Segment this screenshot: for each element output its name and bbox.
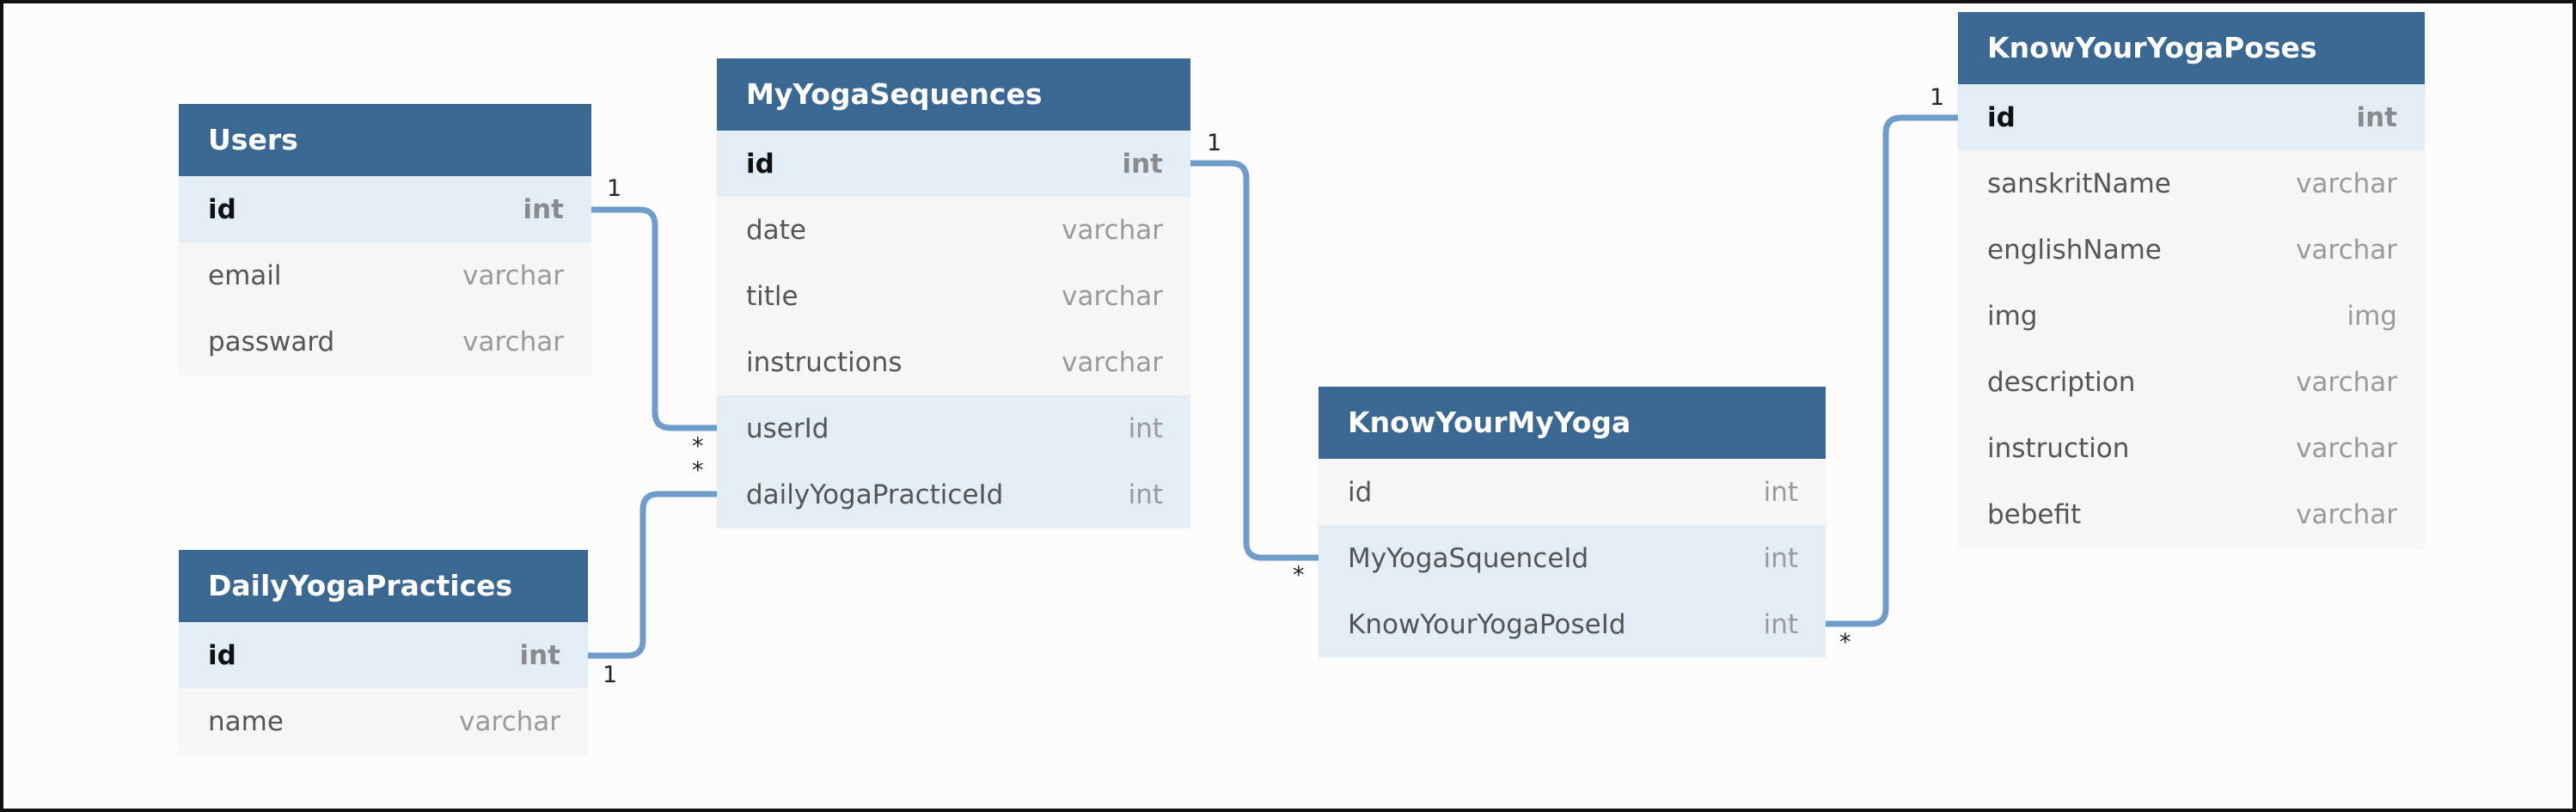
column-row[interactable]: description varchar bbox=[1958, 349, 2425, 415]
cardinality-label: 1 bbox=[603, 662, 618, 688]
column-name: userId bbox=[746, 412, 829, 444]
column-type: varchar bbox=[2296, 432, 2397, 464]
column-name: id bbox=[1348, 476, 1373, 508]
column-row[interactable]: dailyYogaPracticeId int bbox=[717, 461, 1190, 528]
column-name: englishName bbox=[1987, 234, 2162, 266]
column-name: date bbox=[746, 214, 806, 246]
column-name: KnowYourYogaPoseId bbox=[1348, 608, 1626, 640]
cardinality-label: 1 bbox=[607, 175, 622, 202]
relation-users-sequences[interactable] bbox=[591, 206, 717, 431]
table-know-your-yoga-poses-header[interactable]: KnowYourYogaPoses bbox=[1958, 12, 2425, 84]
column-type: varchar bbox=[1062, 346, 1163, 378]
column-type: varchar bbox=[2296, 498, 2397, 530]
column-type: varchar bbox=[2296, 168, 2397, 199]
column-row[interactable]: englishName varchar bbox=[1958, 217, 2425, 283]
column-name: description bbox=[1987, 366, 2136, 398]
table-users[interactable]: Users id int email varchar passward varc… bbox=[179, 104, 591, 375]
column-type: varchar bbox=[462, 259, 564, 291]
column-row[interactable]: userId int bbox=[717, 395, 1190, 461]
table-my-yoga-sequences-header[interactable]: MyYogaSequences bbox=[717, 58, 1190, 131]
column-row[interactable]: bebefit varchar bbox=[1958, 481, 2425, 547]
column-row[interactable]: id int bbox=[179, 176, 591, 242]
column-row[interactable]: name varchar bbox=[179, 688, 588, 754]
column-type: int bbox=[1763, 608, 1798, 640]
column-row[interactable]: title varchar bbox=[717, 263, 1190, 329]
column-row[interactable]: MyYogaSquenceId int bbox=[1319, 525, 1826, 591]
column-type: int bbox=[1122, 148, 1163, 180]
column-name: id bbox=[746, 148, 774, 180]
column-row[interactable]: id int bbox=[179, 622, 588, 688]
column-row[interactable]: passward varchar bbox=[179, 308, 591, 375]
table-know-your-my-yoga-header[interactable]: KnowYourMyYoga bbox=[1319, 387, 1826, 459]
column-name: email bbox=[208, 259, 282, 291]
table-know-your-my-yoga[interactable]: KnowYourMyYoga id int MyYogaSquenceId in… bbox=[1319, 387, 1826, 657]
column-row[interactable]: img img bbox=[1958, 283, 2425, 349]
column-type: varchar bbox=[2296, 234, 2397, 266]
cardinality-label: * bbox=[1839, 629, 1851, 656]
column-type: int bbox=[1128, 412, 1163, 444]
cardinality-label: 1 bbox=[1930, 84, 1945, 111]
column-type: varchar bbox=[1062, 280, 1163, 312]
column-name: dailyYogaPracticeId bbox=[746, 479, 1004, 510]
column-row[interactable]: id int bbox=[717, 131, 1190, 197]
column-row[interactable]: instructions varchar bbox=[717, 329, 1190, 395]
column-type: img bbox=[2347, 300, 2398, 332]
column-row[interactable]: sanskritName varchar bbox=[1958, 150, 2425, 217]
column-type: int bbox=[1763, 542, 1798, 574]
column-name: bebefit bbox=[1987, 498, 2082, 530]
column-name: id bbox=[208, 193, 236, 225]
column-type: int bbox=[1763, 476, 1798, 508]
column-type: varchar bbox=[462, 326, 564, 357]
relationship-connectors bbox=[588, 114, 1958, 659]
column-name: img bbox=[1987, 300, 2038, 332]
cardinality-label: 1 bbox=[1207, 130, 1222, 156]
column-row[interactable]: id int bbox=[1319, 459, 1826, 525]
column-type: int bbox=[519, 639, 560, 671]
column-name: name bbox=[208, 705, 284, 737]
column-row[interactable]: email varchar bbox=[179, 242, 591, 308]
column-row[interactable]: id int bbox=[1958, 84, 2425, 150]
column-row[interactable]: date varchar bbox=[717, 197, 1190, 263]
table-my-yoga-sequences[interactable]: MyYogaSequences id int date varchar titl… bbox=[717, 58, 1190, 528]
column-type: int bbox=[2356, 101, 2397, 133]
column-name: instruction bbox=[1987, 432, 2130, 464]
column-type: int bbox=[523, 193, 564, 225]
column-name: instructions bbox=[746, 346, 903, 378]
column-name: sanskritName bbox=[1987, 168, 2171, 199]
relation-daily-sequences[interactable] bbox=[588, 491, 717, 659]
column-name: title bbox=[746, 280, 798, 312]
table-daily-yoga-practices[interactable]: DailyYogaPractices id int name varchar bbox=[179, 550, 588, 754]
cardinality-label: * bbox=[692, 433, 704, 460]
relation-poses-knowmy[interactable] bbox=[1826, 114, 1958, 627]
column-name: MyYogaSquenceId bbox=[1348, 542, 1589, 574]
table-know-your-yoga-poses[interactable]: KnowYourYogaPoses id int sanskritName va… bbox=[1958, 12, 2425, 547]
cardinality-label: * bbox=[1293, 562, 1305, 589]
cardinality-label: * bbox=[692, 457, 704, 484]
column-name: passward bbox=[208, 326, 335, 357]
table-users-header[interactable]: Users bbox=[179, 104, 591, 176]
column-type: int bbox=[1128, 479, 1163, 510]
column-type: varchar bbox=[1062, 214, 1163, 246]
table-daily-yoga-practices-header[interactable]: DailyYogaPractices bbox=[179, 550, 588, 622]
column-name: id bbox=[208, 639, 236, 671]
column-row[interactable]: KnowYourYogaPoseId int bbox=[1319, 591, 1826, 657]
column-type: varchar bbox=[459, 705, 560, 737]
column-row[interactable]: instruction varchar bbox=[1958, 415, 2425, 481]
relation-sequences-knowmy[interactable] bbox=[1190, 160, 1319, 561]
column-type: varchar bbox=[2296, 366, 2397, 398]
column-name: id bbox=[1987, 101, 2016, 133]
